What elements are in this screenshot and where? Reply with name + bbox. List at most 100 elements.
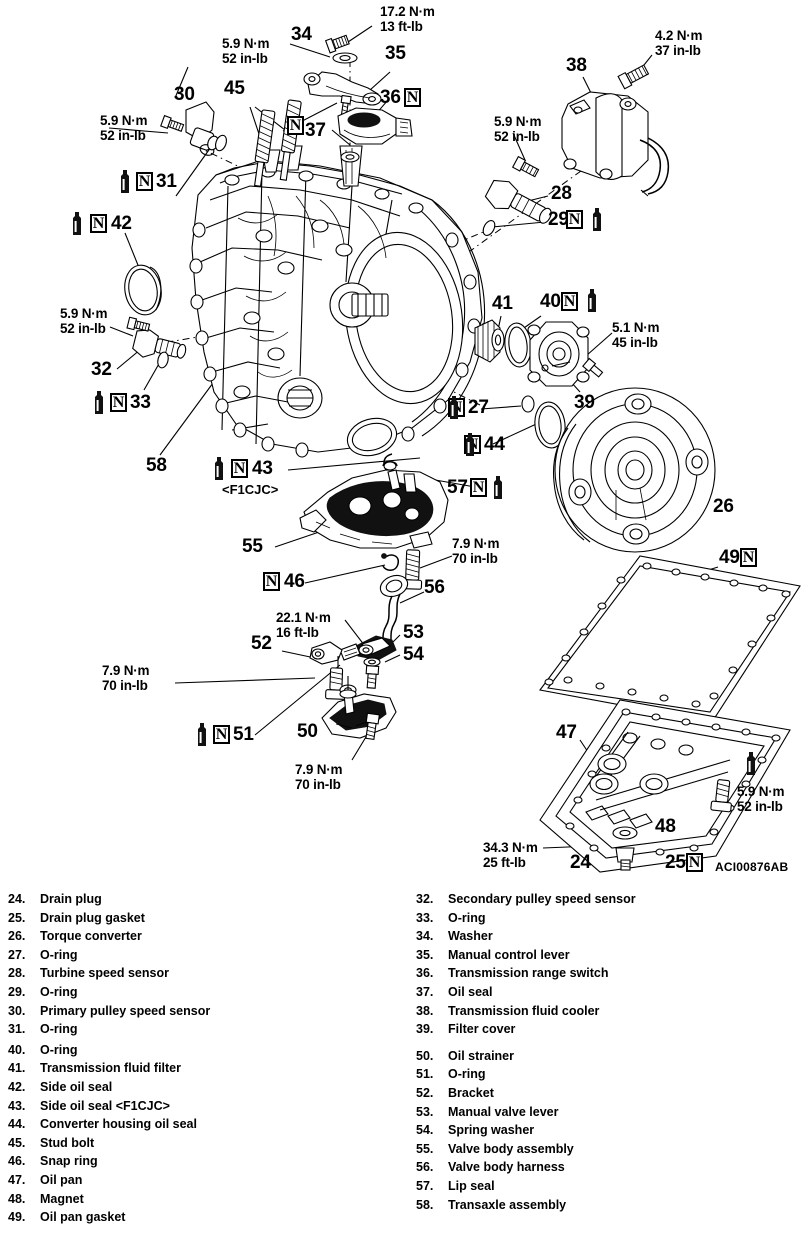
legend-item: 27.O-ring [8,946,398,965]
callout-37: 37 [305,120,326,141]
legend-item: 38.Transmission fluid cooler [416,1002,805,1021]
transmission-fluid-filter-part [474,319,505,363]
callout-44: 44 [484,434,505,455]
legend-item-number: 55. [416,1141,434,1156]
legend-item-number: 50. [416,1048,434,1063]
filter-cover-part [527,321,590,387]
callout-38: 38 [566,55,587,76]
torque-spec-53: 22.1 N·m 16 ft-lb [276,610,331,640]
legend-item-number: 49. [8,1210,26,1225]
oil-bottle-icon [121,170,129,193]
legend-item-number: 29. [8,984,26,999]
legend-item-number: 51. [416,1067,434,1082]
legend-item-number: 44. [8,1117,26,1132]
callout-52: 52 [251,633,272,654]
legend-item-label: Torque converter [40,929,142,944]
washer-34-part [324,34,358,64]
torque-spec-32: 5.9 N·m 52 in-lb [60,306,108,336]
n-marker-29: N [566,210,583,229]
callout-45: 45 [224,78,245,99]
callout-26: 26 [713,496,734,517]
oil-bottle-icon [588,289,596,312]
callout-58: 58 [146,455,167,476]
callout-33: 33 [130,392,151,413]
legend-item-number: 43. [8,1098,26,1113]
legend-item-label: Side oil seal [40,1079,113,1094]
legend-item-number: 57. [416,1178,434,1193]
side-oil-seal-42-part [124,264,162,316]
n-marker-33: N [110,393,127,412]
o-ring-27-part [521,395,535,413]
legend-item: 51. O-ring [416,1065,805,1084]
stud-bolt-parts [253,99,302,187]
legend-item-number: 34. [416,929,434,944]
legend-item-label: O-ring [40,1022,78,1037]
legend-item-label: Transmission fluid filter [40,1061,181,1076]
legend-item: 41. Transmission fluid filter [8,1059,398,1078]
manual-valve-lever-part [358,637,391,656]
callout-39: 39 [574,392,595,413]
legend-item-label: Converter housing oil seal [40,1117,197,1132]
oil-pan-bolt-part [710,779,732,813]
lip-seal-57-part [382,460,398,471]
oil-bottle-icon [198,723,206,746]
n-marker-40: N [561,292,578,311]
o-ring-31-part [215,134,227,152]
torque-spec-47: 5.9 N·m 52 in-lb [737,784,785,814]
oil-bottle-icon [450,396,458,419]
legend-item: 44. Converter housing oil seal [8,1115,398,1134]
legend-item-label: Filter cover [448,1022,516,1037]
legend-item: 35.Manual control lever [416,946,805,965]
legend-item-label: Oil pan gasket [40,1210,126,1225]
legend-item-number: 24. [8,892,26,906]
legend-item-number: 48. [8,1191,26,1206]
torque-spec-38: 4.2 N·m 37 in-lb [655,28,703,58]
callout-35: 35 [385,43,406,64]
legend-item-number: 28. [8,966,26,981]
legend-item: 47.Oil pan [8,1171,398,1190]
turbine-speed-sensor-part [484,155,552,224]
manual-valve-lever-bolt-part [365,665,380,689]
legend-item: 42. Side oil seal [8,1078,398,1097]
legend-item-number: 41. [8,1061,26,1076]
magnet-48-parts [589,753,669,795]
callout-56: 56 [424,577,445,598]
legend-item-label: Turbine speed sensor [40,966,169,981]
legend-item-number: 40. [8,1042,26,1057]
legend-item-number: 32. [416,892,434,906]
oil-strainer-bolt-part [365,712,380,741]
legend-item-label: O-ring [448,1067,486,1082]
oil-bottle-icon [494,476,502,499]
legend-item-number: 42. [8,1079,26,1094]
callout-49: 49 [719,547,740,568]
callout-29: 29 [548,209,569,230]
callout-46: 46 [284,571,305,592]
legend-item-number: 31. [8,1022,26,1037]
exploded-view-diagram: .ln { fill:none; stroke:#000; stroke-wid… [60,4,801,873]
legend-item-number: 56. [416,1160,434,1175]
callout-34: 34 [291,24,312,45]
legend-item: 37.Oil seal [416,983,805,1002]
legend-item-label: Manual valve lever [448,1104,559,1119]
legend-item-number: 54. [416,1123,434,1138]
legend-item-number: 58. [416,1197,434,1212]
legend-item: 31. O-ring [8,1020,398,1039]
legend-item: 29.O-ring [8,983,398,1002]
legend-item: 28. Turbine speed sensor [8,964,398,983]
manual-control-lever-part [303,71,382,106]
callout-32: 32 [91,359,112,380]
valve-body-assembly-part [299,453,449,549]
torque-spec-50: 7.9 N·m 70 in-lb [295,762,343,792]
callout-36: 36 [380,87,401,108]
legend-item: 39.Filter cover [416,1020,805,1039]
legend-item: 50.Oil strainer [416,1047,805,1066]
legend-item: 36.Transmission range switch [416,964,805,983]
oil-bottle-icon [593,208,601,231]
legend-item: 56.Valve body harness [416,1158,805,1177]
legend-item-label: O-ring [40,1042,78,1057]
torque-spec-35: 5.9 N·m 52 in-lb [222,36,270,66]
legend-item: 58.Transaxle assembly [416,1196,805,1215]
n-marker-25: N [686,853,703,872]
legend-item: 49. Oil pan gasket [8,1208,398,1227]
